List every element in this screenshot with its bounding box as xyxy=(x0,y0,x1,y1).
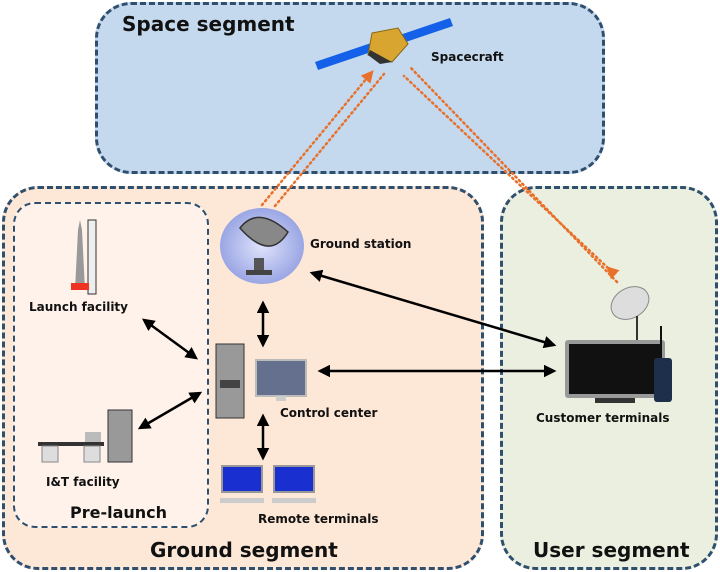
ground-station-label: Ground station xyxy=(310,237,412,251)
rf-links xyxy=(260,66,620,284)
prelaunch-label: Pre-launch xyxy=(70,503,168,522)
space-segment xyxy=(95,2,605,174)
data-links xyxy=(137,269,557,461)
customer-terminals-label: Customer terminals xyxy=(536,411,670,425)
prelaunch-group xyxy=(13,202,209,528)
it-facility-icon xyxy=(38,409,133,463)
spacecraft-label: Spacecraft xyxy=(431,50,504,64)
user-segment-label: User segment xyxy=(533,538,690,562)
remote-terminals-icon xyxy=(220,465,316,503)
ground-segment-label: Ground segment xyxy=(150,538,338,562)
it-facility-label: I&T facility xyxy=(46,475,120,489)
space-segment-label: Space segment xyxy=(122,12,295,36)
launch-facility-label: Launch facility xyxy=(29,300,128,314)
control-center-icon xyxy=(215,343,307,419)
remote-terminals-label: Remote terminals xyxy=(258,512,379,526)
control-center-label: Control center xyxy=(280,406,378,420)
spacecraft-icon xyxy=(315,18,453,70)
customer-terminals-icon xyxy=(565,286,672,403)
ground-station-icon xyxy=(220,208,304,284)
launch-facility-icon xyxy=(71,219,97,295)
